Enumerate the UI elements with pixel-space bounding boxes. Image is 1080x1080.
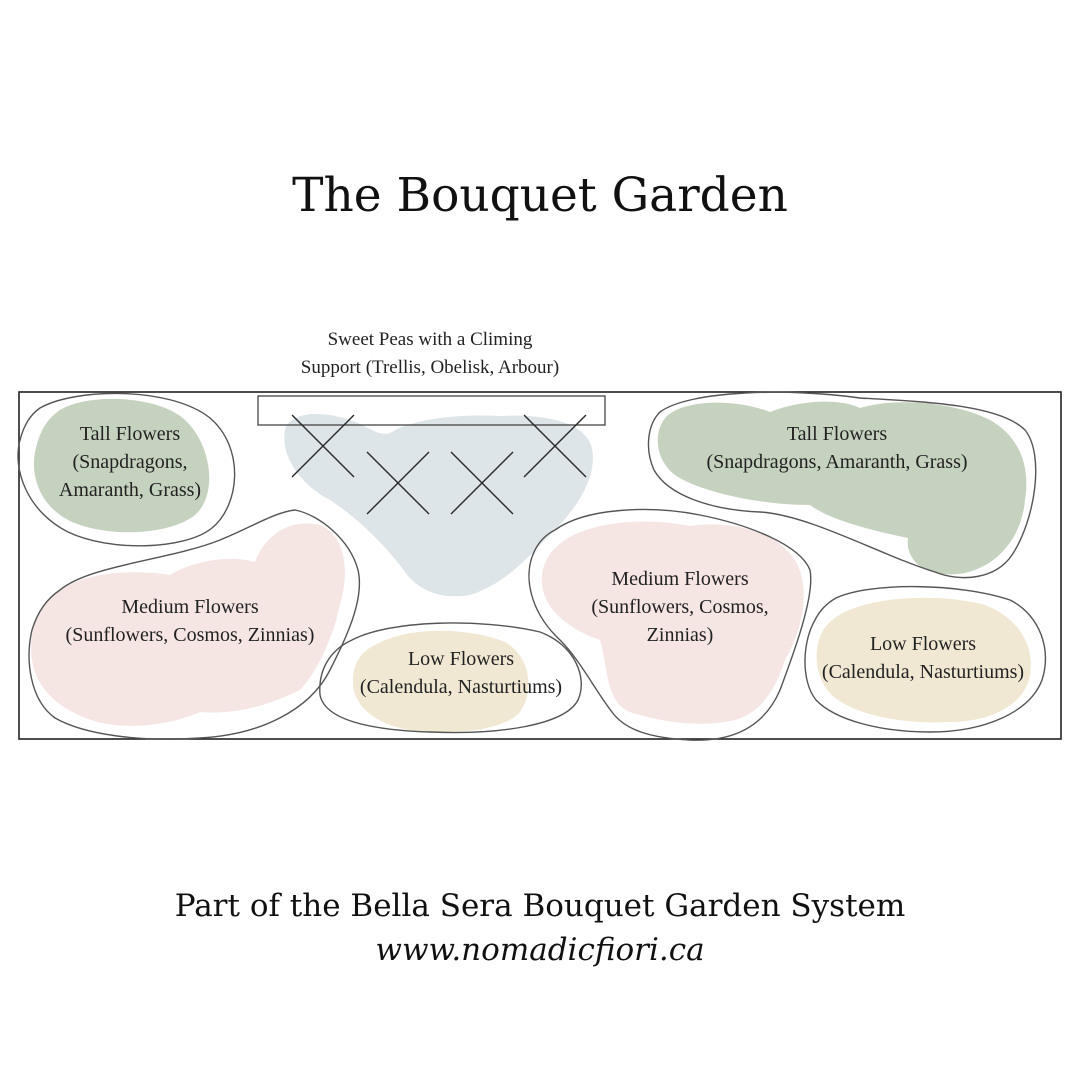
zone-low-center-label: Low Flowers (Calendula, Nasturtiums) [340,645,582,701]
garden-bed-border [18,391,1062,740]
tall-left-outline [17,392,236,547]
zone-medium-left-label: Medium Flowers (Sunflowers, Cosmos, Zinn… [40,593,340,649]
sweet-peas-label: Sweet Peas with a Climing Support (Trell… [260,326,600,382]
zone-tall-left-line1: Tall Flowers [79,423,181,445]
medium-left-outline [28,509,361,740]
zone-low-right-line1: Low Flowers [869,633,977,655]
low-center-outline [319,622,582,734]
sweet-pea-marker-4 [523,414,587,478]
low-center-blob [352,630,529,733]
zone-tall-right-line1: Tall Flowers [786,423,888,445]
tall-left-blob [33,398,210,533]
zone-low-right-line2: (Calendula, Nasturtiums) [821,661,1025,683]
footer-website-link[interactable]: www.nomadicfiori.ca [375,932,705,968]
footer-system-text: Part of the Bella Sera Bouquet Garden Sy… [174,888,906,924]
zone-tall-left-line3: Amaranth, Grass) [58,479,202,501]
sweet-peas-blob [284,414,593,597]
medium-left-blob [31,523,345,726]
medium-center-outline [528,508,812,741]
zone-medium-center-line1: Medium Flowers [611,568,749,590]
sweet-pea-markers [291,414,587,515]
sweet-peas-label-line2: Support (Trellis, Obelisk, Arbour) [300,357,560,378]
zone-low-right-label: Low Flowers (Calendula, Nasturtiums) [806,630,1040,686]
zone-medium-left-line2: (Sunflowers, Cosmos, Zinnias) [65,624,315,646]
tall-right-blob [657,401,1027,575]
zone-medium-center-line3: Zinnias) [646,624,714,646]
zone-low-center-line1: Low Flowers [407,648,515,670]
trellis-bar [257,395,606,426]
page-title: The Bouquet Garden [292,168,788,223]
tall-right-outline [647,391,1037,579]
sweet-pea-marker-3 [450,451,514,515]
zone-tall-right-label: Tall Flowers (Snapdragons, Amaranth, Gra… [682,420,992,476]
zone-medium-center-label: Medium Flowers (Sunflowers, Cosmos, Zinn… [570,565,790,649]
zone-tall-left-label: Tall Flowers (Snapdragons, Amaranth, Gra… [40,420,220,504]
footer: Part of the Bella Sera Bouquet Garden Sy… [0,884,1080,972]
zone-medium-left-line1: Medium Flowers [121,596,259,618]
zone-tall-right-line2: (Snapdragons, Amaranth, Grass) [706,451,968,473]
sweet-pea-marker-1 [291,414,355,478]
zone-tall-left-line2: (Snapdragons, [72,451,188,473]
low-right-outline [804,585,1047,733]
medium-center-blob [541,521,804,724]
sweet-peas-label-line1: Sweet Peas with a Climing [327,329,533,350]
low-right-blob [816,597,1031,723]
sweet-pea-marker-2 [366,451,430,515]
zone-low-center-line2: (Calendula, Nasturtiums) [359,676,563,698]
zone-medium-center-line2: (Sunflowers, Cosmos, [591,596,769,618]
